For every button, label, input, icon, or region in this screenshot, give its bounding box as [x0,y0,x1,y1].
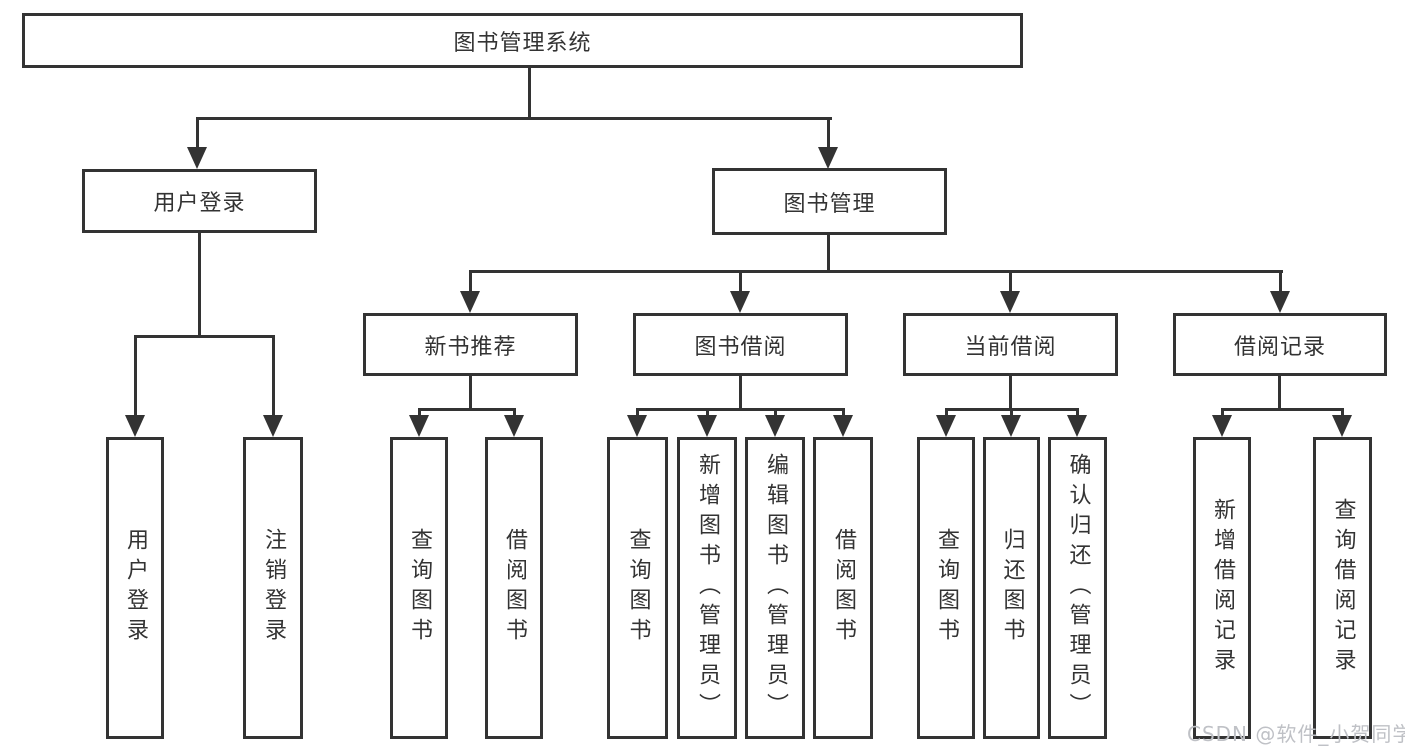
node-new-book-recommend-label: 新书推荐 [424,334,517,360]
node-leaf-br-add-record: 新增借阅记录 [1193,437,1251,739]
node-leaf-bb-borrow-books: 借阅图书 [813,437,873,739]
arrow-down-icon [409,415,429,437]
connector-line [418,408,421,417]
connector-line [418,408,516,411]
connector-line [469,270,472,293]
connector-line [739,376,742,411]
arrow-down-icon [730,291,750,313]
connector-line [1279,270,1282,293]
connector-line [1221,408,1344,411]
connector-line [134,335,137,417]
node-leaf-bb-add-books-admin: 新增图书（管理员） [677,437,737,739]
node-new-book-recommend: 新书推荐 [363,313,578,376]
arrow-down-icon [1067,415,1087,437]
arrow-down-icon [697,415,717,437]
node-leaf-cb-query-books-label: 查询图书 [934,528,959,648]
connector-line [739,270,742,293]
connector-line [196,117,199,149]
connector-line [1341,408,1344,417]
node-leaf-br-query-record-label: 查询借阅记录 [1330,498,1356,678]
node-book-borrow: 图书借阅 [633,313,848,376]
arrow-down-icon [504,415,524,437]
connector-line [469,270,1283,273]
node-leaf-cb-return-books: 归还图书 [983,437,1040,739]
node-leaf-logout: 注销登录 [243,437,303,739]
connector-line [1278,376,1281,411]
arrow-down-icon [125,415,145,437]
connector-line [513,408,516,417]
node-leaf-cb-query-books: 查询图书 [917,437,975,739]
connector-line [1009,376,1012,411]
node-borrow-records-label: 借阅记录 [1233,334,1326,360]
node-leaf-bb-query-books-label: 查询图书 [625,528,651,648]
node-book-borrow-label: 图书借阅 [694,334,787,360]
connector-line [272,335,275,417]
node-book-management: 图书管理 [712,168,947,235]
connector-line [827,117,830,149]
node-borrow-records: 借阅记录 [1173,313,1387,376]
node-leaf-bb-query-books: 查询图书 [607,437,668,739]
arrow-down-icon [818,147,838,169]
connector-line [134,335,275,338]
connector-line [196,117,832,120]
connector-line [198,233,201,338]
arrow-down-icon [765,415,785,437]
node-leaf-logout-label: 注销登录 [261,528,286,648]
node-leaf-bb-edit-books-admin-label: 编辑图书（管理员） [763,453,788,723]
arrow-down-icon [1332,415,1352,437]
connector-line [774,408,777,417]
arrow-down-icon [936,415,956,437]
arrow-down-icon [627,415,647,437]
connector-line [842,408,845,417]
node-current-borrow-label: 当前借阅 [964,334,1057,360]
node-leaf-br-query-record: 查询借阅记录 [1313,437,1372,739]
connector-line [945,408,948,417]
node-leaf-bb-borrow-books-label: 借阅图书 [831,528,856,648]
connector-line [1009,270,1012,293]
connector-line [469,376,472,411]
node-leaf-cb-return-books-label: 归还图书 [999,528,1025,648]
node-leaf-nb-query-books-label: 查询图书 [407,528,432,648]
node-leaf-bb-add-books-admin-label: 新增图书（管理员） [695,453,720,723]
connector-line [636,408,639,417]
connector-line [1076,408,1079,417]
node-user-login: 用户登录 [82,169,317,233]
node-root-label: 图书管理系统 [453,30,592,56]
node-book-management-label: 图书管理 [783,191,876,217]
connector-line [636,408,845,411]
arrow-down-icon [460,291,480,313]
node-leaf-nb-query-books: 查询图书 [390,437,448,739]
connector-line [706,408,709,417]
arrow-down-icon [187,147,207,169]
connector-line [1221,408,1224,417]
connector-line [528,68,531,120]
node-leaf-br-add-record-label: 新增借阅记录 [1210,498,1235,678]
arrow-down-icon [1212,415,1232,437]
node-leaf-nb-borrow-books-label: 借阅图书 [502,528,527,648]
node-leaf-cb-confirm-return-admin: 确认归还（管理员） [1048,437,1107,739]
arrow-down-icon [1270,291,1290,313]
arrow-down-icon [1001,415,1021,437]
connector-line [1010,408,1013,417]
node-root: 图书管理系统 [22,13,1023,68]
csdn-watermark: CSDN @软件_小贺同学 [1187,722,1405,746]
arrow-down-icon [833,415,853,437]
node-leaf-user-login-label: 用户登录 [123,528,148,648]
node-leaf-cb-confirm-return-admin-label: 确认归还（管理员） [1065,453,1091,723]
arrow-down-icon [1000,291,1020,313]
arrow-down-icon [263,415,283,437]
node-current-borrow: 当前借阅 [903,313,1118,376]
node-user-login-label: 用户登录 [153,191,246,216]
connector-line [827,235,830,273]
node-leaf-nb-borrow-books: 借阅图书 [485,437,543,739]
node-leaf-bb-edit-books-admin: 编辑图书（管理员） [745,437,805,739]
node-leaf-user-login: 用户登录 [106,437,164,739]
